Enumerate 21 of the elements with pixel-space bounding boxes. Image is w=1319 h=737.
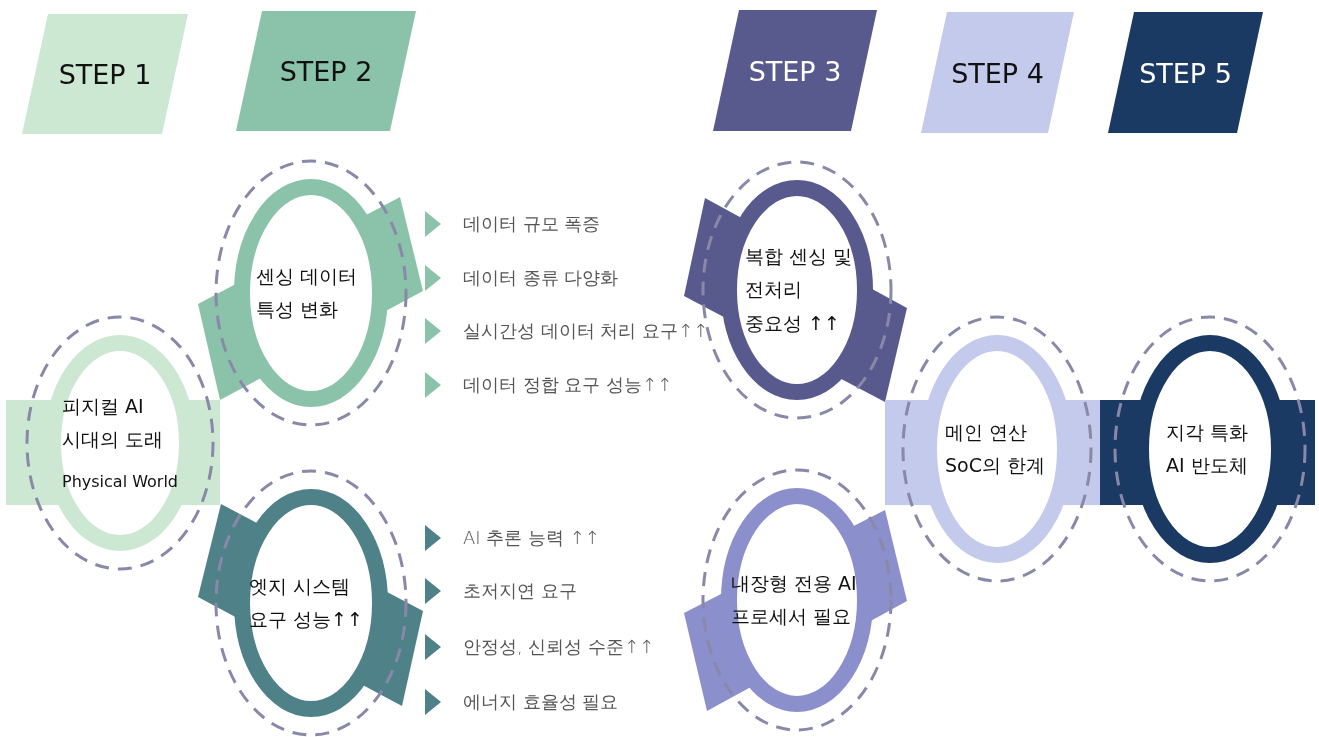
circle-label: 메인 연산 SoC의 한계 [945, 419, 1046, 478]
circle-label: 엣지 시스템 요구 성능↑↑ [249, 573, 364, 632]
bullet-text: 에너지 효율성 필요 [463, 690, 619, 714]
bullet-text: 안정성, 신뢰성 수준↑↑ [463, 635, 655, 659]
bullet-text: 초저지연 요구 [463, 579, 577, 603]
bullet-text: 데이터 규모 폭증 [463, 212, 601, 236]
circle-label: 피지컬 AI 시대의 도래 [62, 393, 165, 452]
bullet-text: 데이터 종류 다양화 [463, 266, 619, 290]
step-title: STEP 5 [1139, 57, 1232, 88]
circle-label: 지각 특화 AI 반도체 [1166, 419, 1250, 478]
step-title: STEP 2 [279, 55, 373, 87]
step-title: STEP 3 [748, 55, 842, 86]
circle-label: Physical World [62, 471, 179, 494]
step-title: STEP 1 [58, 58, 152, 90]
bullet-text: 실시간성 데이터 처리 요구↑↑ [463, 319, 709, 343]
bullet-text: 데이터 정합 요구 성능↑↑ [463, 373, 673, 397]
step-title: STEP 4 [951, 57, 1044, 88]
circle-label: 센싱 데이터 특성 변화 [256, 263, 359, 322]
bullet-text: AI 추론 능력 ↑↑ [463, 526, 600, 550]
circle-label: 내장형 전용 AI 프로세서 필요 [731, 570, 858, 629]
circle-label: 복합 센싱 및 전처리 중요성 ↑↑ [745, 244, 854, 336]
